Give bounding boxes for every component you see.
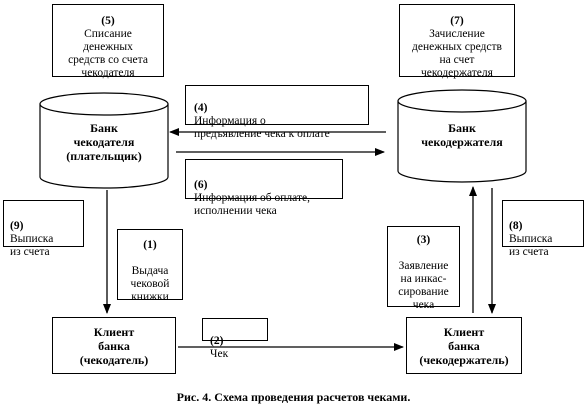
box-5-text: Списание денежных средств со счета чекод… — [68, 27, 148, 79]
box-2-number: (2) — [210, 335, 224, 347]
box-1-checkbook-issue: (1) Выдача чековой книжки — [117, 229, 183, 303]
box-6-number: (6) — [194, 179, 208, 191]
box-4-text: Информация о предъявление чека к оплате — [194, 115, 330, 140]
bank-holder-label: Банк чекодержателя — [421, 121, 503, 149]
bank-holder-cylinder — [397, 89, 527, 183]
box-1-text: Выдача чековой книжки — [130, 264, 170, 303]
figure-caption: Рис. 4. Схема проведения расчетов чеками… — [176, 390, 411, 404]
box-5-number: (5) — [101, 14, 115, 27]
box-7-text: Зачисление денежных средств на счет чеко… — [412, 27, 502, 79]
box-7-credit: (7) Зачисление денежных средств на счет … — [399, 4, 515, 79]
box-2-check: (2) Чек — [202, 318, 268, 360]
client-holder-box: Клиент банка (чекодержатель) — [406, 317, 522, 374]
box-7-number: (7) — [450, 14, 464, 27]
bank-payer-label: Банк чекодателя (плательщик) — [66, 121, 142, 163]
box-5-write-off: (5) Списание денежных средств со счета ч… — [52, 4, 164, 79]
box-4-number: (4) — [194, 102, 208, 114]
box-9-number: (9) — [10, 220, 24, 232]
box-8-number: (8) — [509, 220, 523, 232]
box-3-text: Заявление на инкас- сирование чека — [398, 260, 449, 311]
box-4-presentation-info: (4) Информация о предъявление чека к опл… — [185, 85, 369, 140]
box-9-text: Выписка из счета — [10, 233, 54, 258]
box-3-collection-request: (3) Заявление на инкас- сирование чека — [387, 226, 460, 311]
box-6-payment-info: (6) Информация об оплате, исполнении чек… — [185, 159, 343, 217]
box-9-statement: (9) Выписка из счета — [3, 200, 84, 258]
box-6-text: Информация об оплате, исполнении чека — [194, 192, 310, 217]
box-8-text: Выписка из счета — [509, 233, 553, 258]
client-payer-label: Клиент банка (чекодатель) — [79, 324, 149, 367]
client-holder-label: Клиент банка (чекодержатель) — [419, 324, 509, 367]
bank-payer-cylinder — [39, 92, 169, 189]
box-2-text: Чек — [210, 348, 229, 360]
client-payer-box: Клиент банка (чекодатель) — [52, 317, 176, 374]
box-1-number: (1) — [143, 238, 157, 251]
box-3-number: (3) — [416, 234, 431, 246]
box-8-statement: (8) Выписка из счета — [502, 200, 584, 258]
